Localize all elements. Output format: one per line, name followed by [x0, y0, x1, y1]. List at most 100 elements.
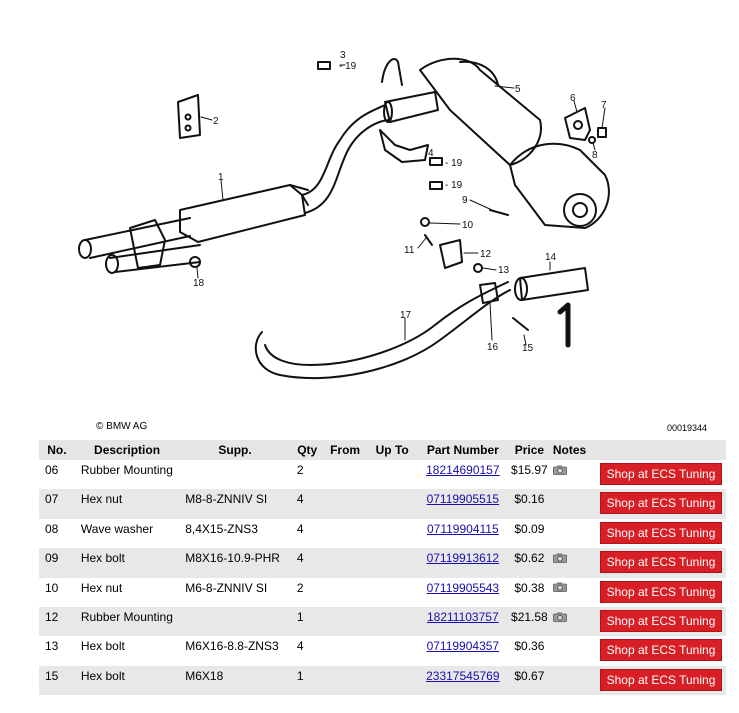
camera-icon[interactable] — [552, 464, 567, 478]
mid-pipe — [301, 104, 386, 196]
row-shop: Shop at ECS Tuning — [593, 577, 726, 607]
svg-text:2: 2 — [213, 116, 219, 127]
svg-text:7: 7 — [601, 100, 607, 111]
part-number-link[interactable]: 07119905515 — [426, 492, 500, 507]
row-description: Rubber Mounting — [74, 606, 180, 637]
part-number-link[interactable]: 07119904357 — [426, 639, 500, 654]
bracket-4 — [379, 129, 429, 163]
row-part-number: 07119905515 — [417, 489, 508, 519]
row-supp: M8X16-10.9-PHR — [179, 548, 291, 578]
row-no: 09 — [39, 548, 75, 578]
row-supp: M8-8-ZNNIV SI — [179, 489, 291, 519]
row-description: Hex bolt — [74, 665, 180, 696]
row-from — [323, 518, 367, 549]
row-description: Hex bolt — [74, 548, 180, 578]
row-supp: M6-8-ZNNIV SI — [179, 577, 291, 607]
row-from — [323, 548, 367, 578]
row-part-number: 07119904357 — [417, 636, 508, 666]
rear-muffler — [419, 57, 542, 166]
row-up-to — [366, 518, 418, 549]
pipe-joint — [384, 91, 439, 123]
exhaust-system-illustration: 1 2 3 - 19 4 - 19 - 19 5 6 7 8 9 10 11 1… — [78, 50, 610, 380]
clamp-16 — [479, 282, 499, 304]
shop-ecs-tuning-button[interactable]: Shop at ECS Tuning — [600, 463, 722, 485]
col-no: No. — [39, 440, 75, 460]
rear-silencer — [509, 142, 610, 229]
copyright-label: © BMW AG — [96, 421, 148, 432]
shop-ecs-tuning-button[interactable]: Shop at ECS Tuning — [600, 551, 722, 574]
shop-ecs-tuning-button[interactable]: Shop at ECS Tuning — [600, 639, 722, 662]
rubber-mounting-12 — [439, 239, 463, 269]
row-no: 07 — [39, 489, 75, 519]
row-no: 10 — [39, 577, 75, 607]
rubber-mounting-6 — [564, 107, 591, 141]
row-part-number: 07119905543 — [417, 577, 508, 607]
svg-text:12: 12 — [480, 249, 492, 260]
front-pipe-lower — [109, 244, 201, 273]
row-no: 13 — [39, 636, 75, 666]
part-number-link[interactable]: 18214690157 — [426, 463, 500, 477]
tail-pipe — [519, 267, 589, 301]
svg-text:13: 13 — [498, 265, 510, 276]
row-part-number: 07119904115 — [417, 518, 508, 549]
camera-icon[interactable] — [552, 552, 567, 566]
svg-text:4: 4 — [428, 148, 434, 159]
row-notes — [550, 460, 594, 490]
row-up-to — [366, 548, 418, 578]
part-number-link[interactable]: 23317545769 — [426, 668, 500, 683]
shop-ecs-tuning-button[interactable]: Shop at ECS Tuning — [600, 668, 722, 691]
row-qty: 2 — [290, 460, 324, 490]
row-description: Hex bolt — [74, 636, 180, 666]
svg-text:- 19: - 19 — [445, 158, 463, 169]
shop-ecs-tuning-button[interactable]: Shop at ECS Tuning — [600, 521, 722, 544]
parts-table: No. Description Supp. Qty From Up To Par… — [39, 440, 726, 696]
col-up-to: Up To — [366, 440, 418, 460]
rear-pipe — [254, 289, 511, 380]
row-notes — [550, 489, 594, 519]
row-part-number: 18211103757 — [417, 606, 508, 637]
row-notes — [550, 665, 594, 696]
front-pipe-upper — [84, 217, 191, 259]
row-price: $0.36 — [507, 636, 551, 666]
flange — [129, 219, 166, 269]
row-qty: 4 — [290, 636, 324, 666]
col-from: From — [323, 440, 367, 460]
shop-ecs-tuning-button[interactable]: Shop at ECS Tuning — [600, 492, 722, 515]
row-price: $0.09 — [507, 518, 551, 549]
row-supp — [179, 606, 291, 637]
row-qty: 4 — [290, 518, 324, 549]
svg-text:14: 14 — [545, 252, 557, 263]
center-muffler — [179, 184, 306, 243]
row-description: Wave washer — [74, 518, 180, 549]
part-number-link[interactable]: 18211103757 — [427, 609, 499, 624]
part-number-link[interactable]: 07119904115 — [427, 521, 499, 536]
camera-icon[interactable] — [552, 581, 567, 595]
svg-text:17: 17 — [400, 310, 412, 321]
part-number-link[interactable]: 07119913612 — [426, 551, 500, 566]
row-up-to — [366, 577, 418, 607]
row-shop: Shop at ECS Tuning — [593, 606, 726, 637]
row-shop: Shop at ECS Tuning — [593, 548, 726, 578]
row-no: 15 — [39, 665, 75, 696]
row-description: Hex nut — [74, 577, 180, 607]
col-part-number: Part Number — [417, 440, 508, 460]
shop-ecs-tuning-button[interactable]: Shop at ECS Tuning — [600, 580, 722, 603]
row-part-number: 18214690157 — [417, 460, 508, 490]
row-notes — [550, 548, 594, 578]
row-up-to — [366, 636, 418, 666]
row-shop: Shop at ECS Tuning — [593, 460, 726, 490]
row-notes — [550, 636, 594, 666]
part-number-link[interactable]: 07119905543 — [426, 580, 500, 595]
row-shop: Shop at ECS Tuning — [593, 665, 726, 696]
row-qty: 1 — [290, 606, 324, 637]
camera-icon[interactable] — [552, 611, 567, 625]
row-from — [323, 577, 367, 607]
row-no: 12 — [39, 606, 75, 637]
diagram-id: 00019344 — [667, 423, 708, 433]
shop-ecs-tuning-button[interactable]: Shop at ECS Tuning — [600, 609, 722, 632]
col-supp: Supp. — [179, 440, 291, 460]
svg-text:10: 10 — [462, 220, 474, 231]
